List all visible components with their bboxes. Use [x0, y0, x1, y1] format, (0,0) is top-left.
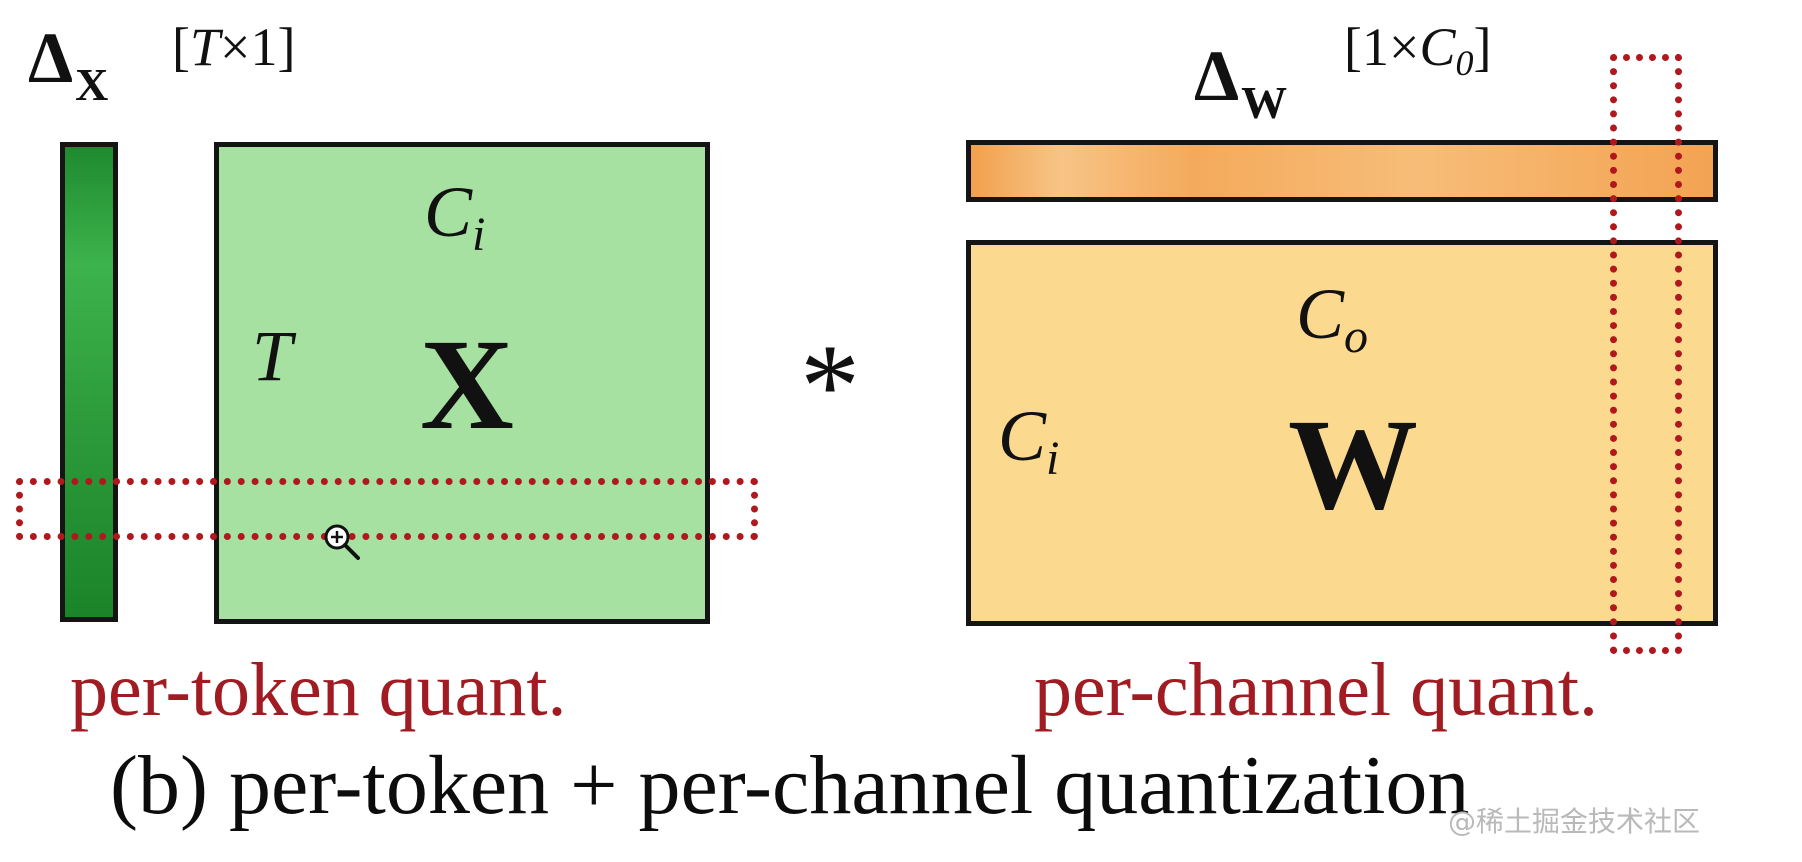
w-cols-symbol: C [1296, 274, 1345, 354]
w-matrix [966, 240, 1718, 626]
delta-x-shape-open: [ [172, 17, 190, 77]
x-matrix-name: X [420, 313, 514, 457]
channel-column-highlight [1610, 54, 1682, 654]
delta-w-label: ΔW [1194, 40, 1287, 126]
delta-w-shape-sub: 0 [1455, 43, 1474, 83]
x-cols-symbol: C [424, 172, 473, 252]
delta-w-shape: [1×C0] [1344, 17, 1492, 81]
delta-x-shape: [T×1] [172, 20, 295, 74]
delta-x-subscript: X [75, 59, 109, 110]
delta-w-symbol: Δ [1194, 36, 1240, 116]
delta-x-scale-vector [60, 142, 118, 622]
delta-x-label: ΔX [28, 22, 108, 108]
delta-x-symbol: Δ [28, 18, 74, 98]
delta-w-scale-vector [966, 140, 1718, 202]
zoom-in-cursor-icon [324, 524, 360, 560]
w-rows-sub: i [1046, 432, 1060, 485]
x-cols-dim: Ci [424, 176, 485, 259]
delta-w-shape-var: C [1419, 17, 1456, 77]
delta-w-shape-open: [1× [1344, 17, 1420, 77]
token-row-highlight [16, 478, 758, 540]
x-matrix [214, 142, 710, 624]
x-rows-dim: T [252, 316, 293, 396]
delta-w-subscript: W [1241, 77, 1288, 128]
x-cols-sub: i [472, 208, 486, 261]
w-cols-sub: o [1344, 310, 1369, 363]
delta-w-shape-close: ] [1473, 17, 1492, 77]
per-token-label: per-token quant. [70, 648, 567, 732]
w-cols-dim: Co [1296, 278, 1368, 361]
figure-caption: (b) per-token + per-channel quantization [110, 739, 1470, 832]
delta-x-shape-rest: ×1] [220, 17, 296, 77]
per-channel-label: per-channel quant. [1034, 648, 1598, 732]
delta-x-shape-var: T [189, 17, 221, 77]
w-matrix-name: W [1288, 393, 1418, 537]
watermark: @稀土掘金技术社区 [1448, 805, 1701, 838]
w-rows-symbol: C [998, 396, 1047, 476]
multiply-operator: * [800, 319, 860, 452]
w-rows-dim: Ci [998, 400, 1059, 483]
